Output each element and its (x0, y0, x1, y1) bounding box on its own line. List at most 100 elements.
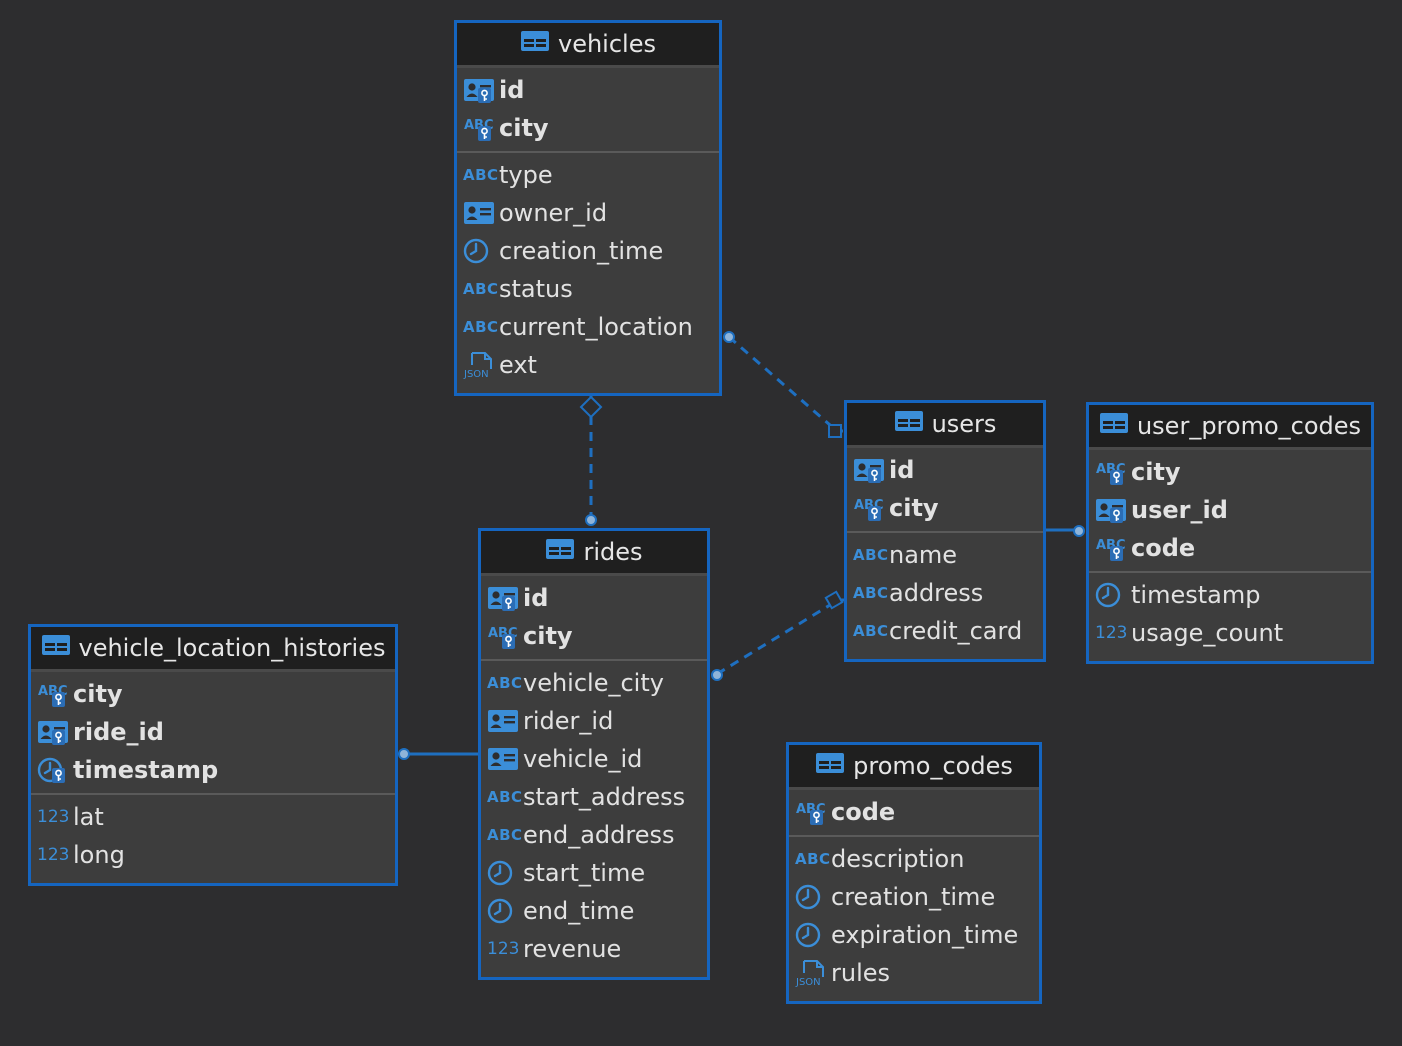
entity-header[interactable]: promo_codes (789, 745, 1039, 790)
entity-title: promo_codes (853, 752, 1013, 780)
string-key-icon: ABC (1095, 534, 1131, 562)
table-icon (1099, 412, 1129, 440)
column-creation-time[interactable]: creation_time (457, 232, 719, 270)
column-name: code (1131, 534, 1196, 562)
string-key-icon: ABC (463, 114, 499, 142)
column-name: creation_time (499, 237, 664, 265)
column-name: city (499, 114, 549, 142)
column-expiration-time[interactable]: expiration_time (789, 916, 1039, 954)
string-key-icon: ABC (853, 494, 889, 522)
column-name: address (889, 579, 984, 607)
timestamp-icon (463, 237, 499, 265)
column-user-id[interactable]: user_id (1089, 491, 1371, 529)
column-name: id (499, 76, 525, 104)
string-key-icon: ABC (1095, 458, 1131, 486)
number-icon: 123 (487, 939, 520, 959)
column-name: owner_id (499, 199, 608, 227)
entity-header[interactable]: users (847, 403, 1043, 448)
column-timestamp[interactable]: timestamp (1089, 576, 1371, 614)
column-name: rider_id (523, 707, 614, 735)
column-vehicle-id[interactable]: vehicle_id (481, 740, 707, 778)
column-start-time[interactable]: start_time (481, 854, 707, 892)
number-icon: 123 (37, 807, 70, 827)
column-id[interactable]: id (847, 451, 1043, 489)
column-name: credit_card (889, 617, 1023, 645)
column-id[interactable]: id (457, 71, 719, 109)
column-creation-time[interactable]: creation_time (789, 878, 1039, 916)
relationship-user-promo-codes-users[interactable] (1046, 525, 1085, 537)
string-key-icon: ABC (487, 622, 523, 650)
table-icon (545, 538, 575, 566)
column-timestamp[interactable]: timestamp (31, 751, 395, 789)
column-id[interactable]: id (481, 579, 707, 617)
string-icon: ABC (463, 280, 499, 298)
timestamp-key-icon (37, 756, 73, 784)
column-name: usage_count (1131, 619, 1284, 647)
entity-title: vehicle_location_histories (78, 634, 386, 662)
relationship-vehicles-rides[interactable] (579, 395, 603, 526)
column-rider-id[interactable]: rider_id (481, 702, 707, 740)
table-icon (520, 30, 550, 58)
relationship-vehicles-users[interactable] (723, 331, 843, 438)
timestamp-icon (795, 921, 831, 949)
column-owner-id[interactable]: owner_id (457, 194, 719, 232)
json-icon: JSON (463, 351, 499, 379)
column-ride-id[interactable]: ride_id (31, 713, 395, 751)
column-name: end_time (523, 897, 635, 925)
uuid-key-icon (1095, 496, 1131, 524)
entity-title: vehicles (558, 30, 656, 58)
uuid-key-icon (463, 76, 499, 104)
column-name: long (73, 841, 125, 869)
table-icon (41, 634, 71, 662)
entity-header[interactable]: user_promo_codes (1089, 405, 1371, 450)
column-name: id (523, 584, 549, 612)
entity-header[interactable]: rides (481, 531, 707, 576)
relationship-vehicle-location-histories-rides[interactable] (398, 748, 478, 760)
string-icon: ABC (487, 826, 523, 844)
relationship-rides-users[interactable] (711, 590, 846, 681)
number-icon: 123 (37, 845, 70, 865)
column-end-time[interactable]: end_time (481, 892, 707, 930)
entity-header[interactable]: vehicle_location_histories (31, 627, 395, 672)
entity-header[interactable]: vehicles (457, 23, 719, 68)
uuid-key-icon (487, 584, 523, 612)
timestamp-icon (795, 883, 831, 911)
uuid-icon (463, 199, 499, 227)
